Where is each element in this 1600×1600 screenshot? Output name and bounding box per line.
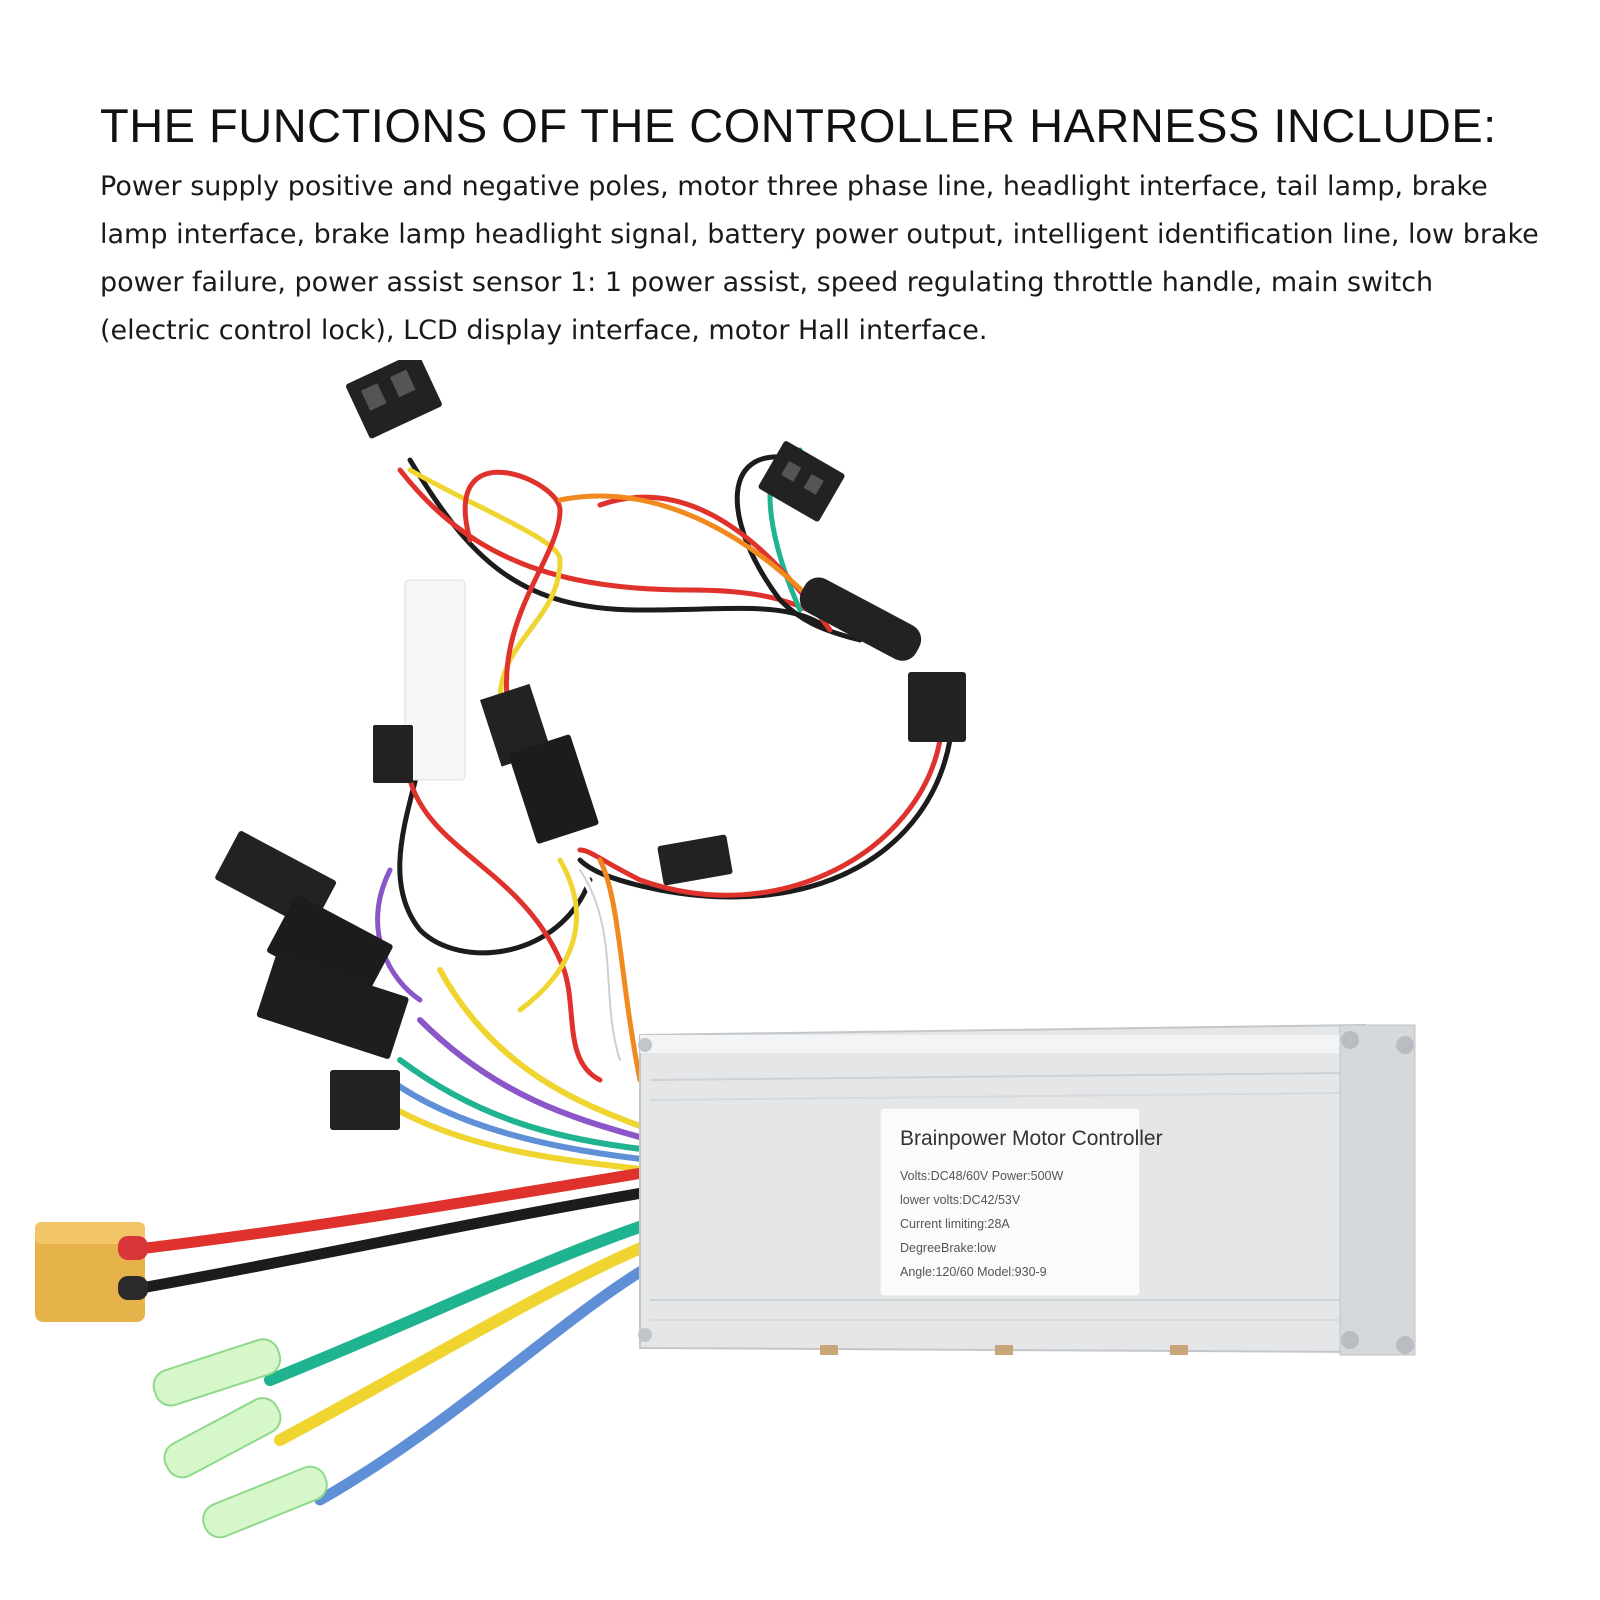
connector-lower-left [256, 955, 409, 1059]
connector-middle [480, 683, 599, 844]
connector-top-right [758, 441, 845, 522]
heat-shrink-junction [799, 577, 922, 661]
page-heading: THE FUNCTIONS OF THE CONTROLLER HARNESS … [100, 99, 1497, 152]
controller-label-lower-volts: lower volts:DC42/53V [900, 1193, 1021, 1207]
controller-label-voltage: Volts:DC48/60V Power:500W [900, 1169, 1063, 1183]
xt60-battery-connector [35, 1222, 148, 1322]
controller-label-model: Angle:120/60 Model:930-9 [900, 1265, 1047, 1279]
connector-stack [215, 831, 393, 1003]
harness-connectors [35, 360, 966, 1539]
motor-controller-case: Brainpower Motor Controller Volts:DC48/6… [638, 1023, 1416, 1356]
connector-top-left [345, 360, 442, 439]
controller-label-current: Current limiting:28A [900, 1217, 1010, 1231]
connector-bottom-left [330, 1070, 400, 1130]
controller-spec-label [879, 1107, 1141, 1297]
phase-terminals [152, 1338, 328, 1539]
controller-label-title: Brainpower Motor Controller [900, 1127, 1163, 1150]
connector-small [373, 725, 413, 783]
connector-center [657, 834, 733, 886]
connector-right [908, 672, 966, 742]
controller-label-brake: DegreeBrake:low [900, 1241, 997, 1255]
controller-harness-photo: Brainpower Motor Controller Volts:DC48/6… [35, 360, 1416, 1539]
white-connector [404, 579, 466, 781]
functions-description: Power supply positive and negative poles… [100, 171, 1539, 346]
